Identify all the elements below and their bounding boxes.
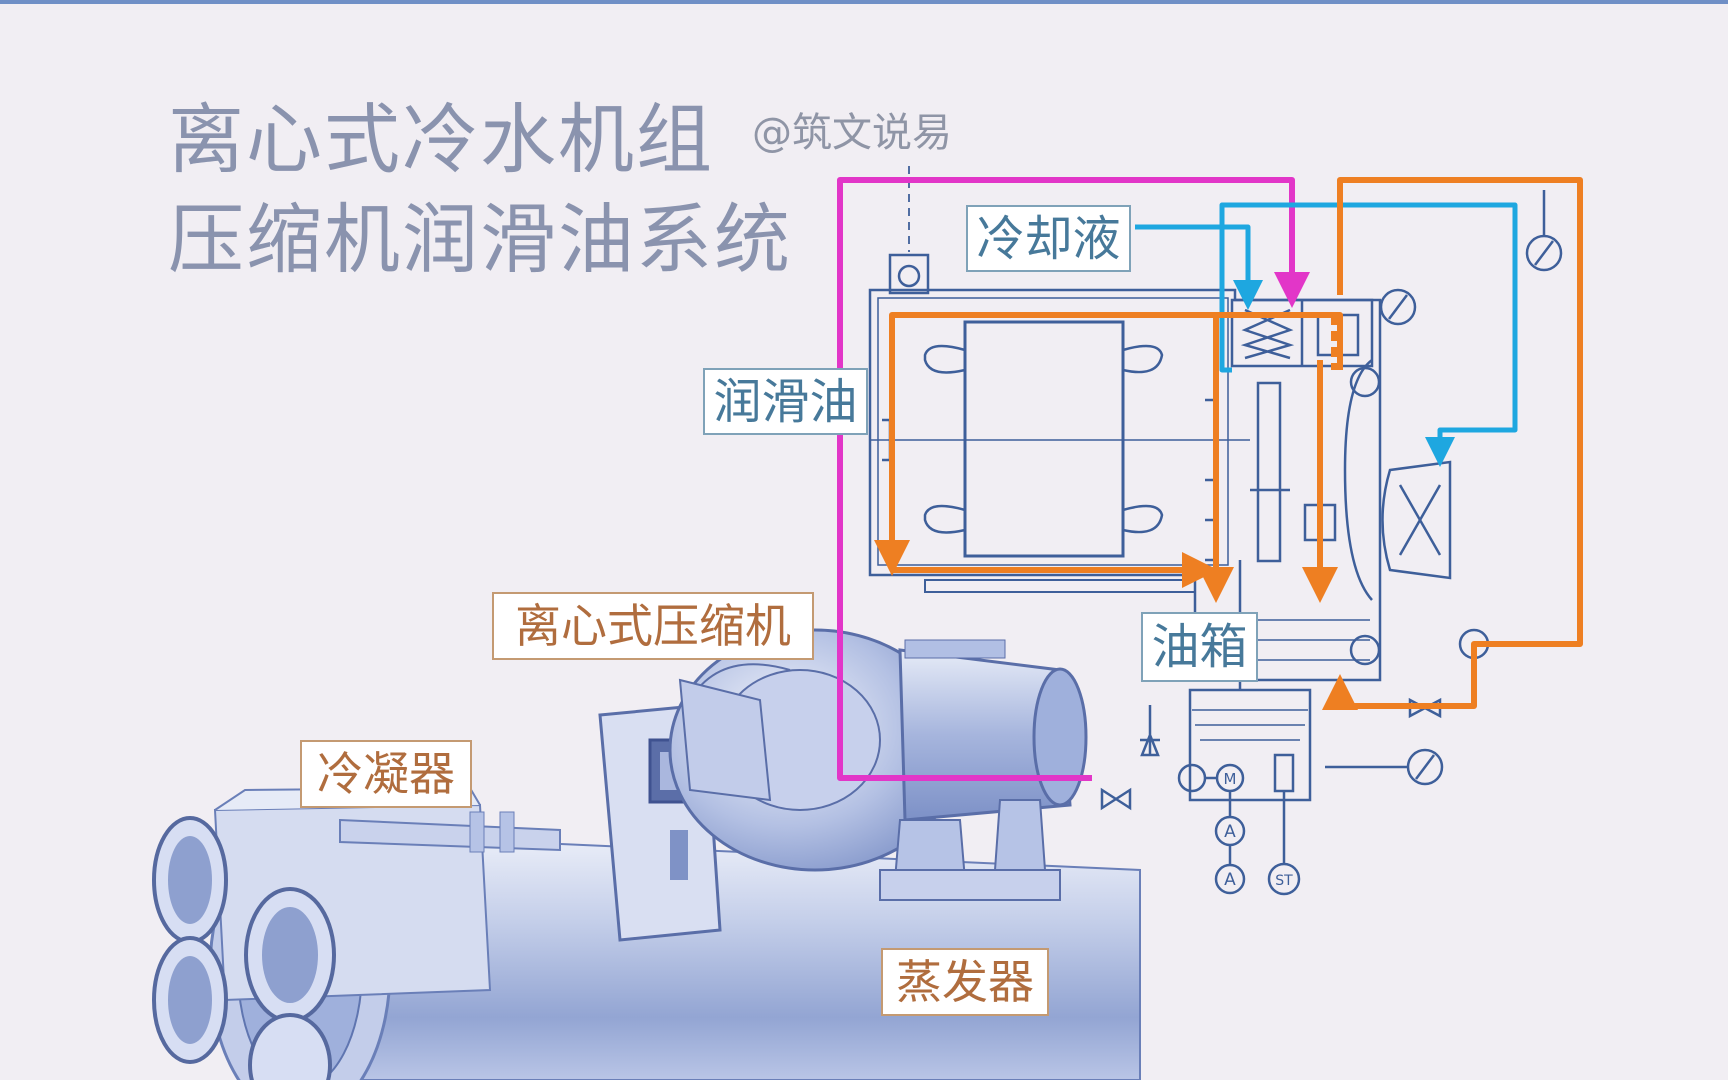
impeller	[1381, 460, 1452, 580]
gauge-3	[1325, 748, 1444, 786]
oil-pump	[1177, 763, 1207, 793]
gauge-1	[1525, 190, 1563, 272]
ammeter-1-label: A	[1224, 822, 1236, 842]
title-line-1: 离心式冷水机组	[168, 95, 714, 184]
label-oil-tank: 油箱	[1141, 612, 1258, 682]
label-compressor: 离心式压缩机	[492, 592, 814, 660]
nozzles	[152, 816, 336, 1080]
check-valve	[1408, 697, 1442, 719]
top-sensor	[888, 253, 930, 295]
impeller-volute	[1343, 358, 1373, 601]
ammeter-2-label: A	[1224, 870, 1236, 890]
label-coolant: 冷却液	[966, 205, 1131, 272]
oil-tank-vessel	[1188, 688, 1312, 802]
coolant-lines	[1135, 202, 1518, 467]
gear-shaft	[1256, 381, 1282, 563]
thermostat-label: ST	[1275, 873, 1293, 889]
label-lube-oil: 润滑油	[703, 368, 868, 435]
motor-rotor	[963, 320, 1125, 558]
top-border	[0, 0, 1728, 4]
label-condenser: 冷凝器	[300, 740, 472, 808]
gauge-2	[1379, 288, 1417, 326]
shutoff-valve	[1100, 787, 1132, 811]
oil-lines	[874, 177, 1583, 710]
label-evaporator: 蒸发器	[881, 948, 1049, 1016]
watermark: @筑文说易	[752, 110, 952, 156]
refrigerant-line	[837, 177, 1310, 781]
title-line-2: 压缩机润滑油系统	[168, 195, 792, 284]
pump-motor-label: M	[1224, 770, 1237, 788]
thermostat-probe	[1273, 753, 1295, 793]
